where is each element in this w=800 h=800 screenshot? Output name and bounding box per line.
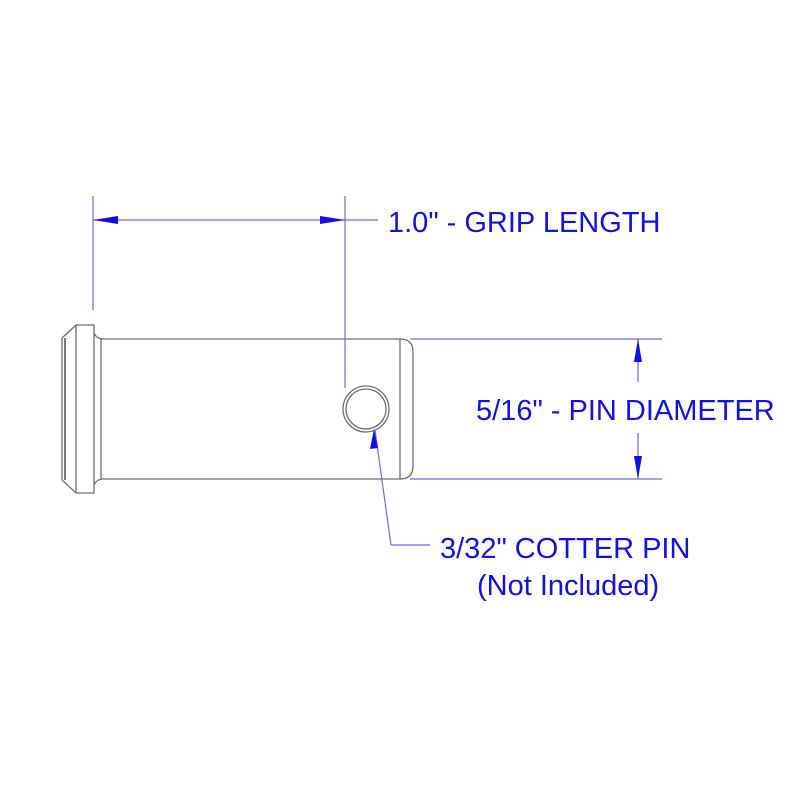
arrow-up-icon — [634, 339, 642, 362]
clevis-pin-body — [61, 324, 414, 494]
grip-length-dimension — [92, 196, 378, 388]
arrow-down-icon — [634, 456, 642, 479]
arrow-right-icon — [320, 216, 345, 224]
arrow-left-icon — [93, 216, 118, 224]
cotter-pin-note: (Not Included) — [477, 570, 659, 602]
leader-arrow-icon — [370, 429, 378, 449]
cotter-pin-leader — [370, 429, 430, 546]
pin-diameter-dimension — [410, 338, 662, 480]
cotter-pin-label: 3/32" COTTER PIN — [440, 533, 690, 565]
grip-length-label: 1.0" - GRIP LENGTH — [388, 207, 660, 239]
pin-diameter-label: 5/16" - PIN DIAMETER — [476, 395, 775, 427]
